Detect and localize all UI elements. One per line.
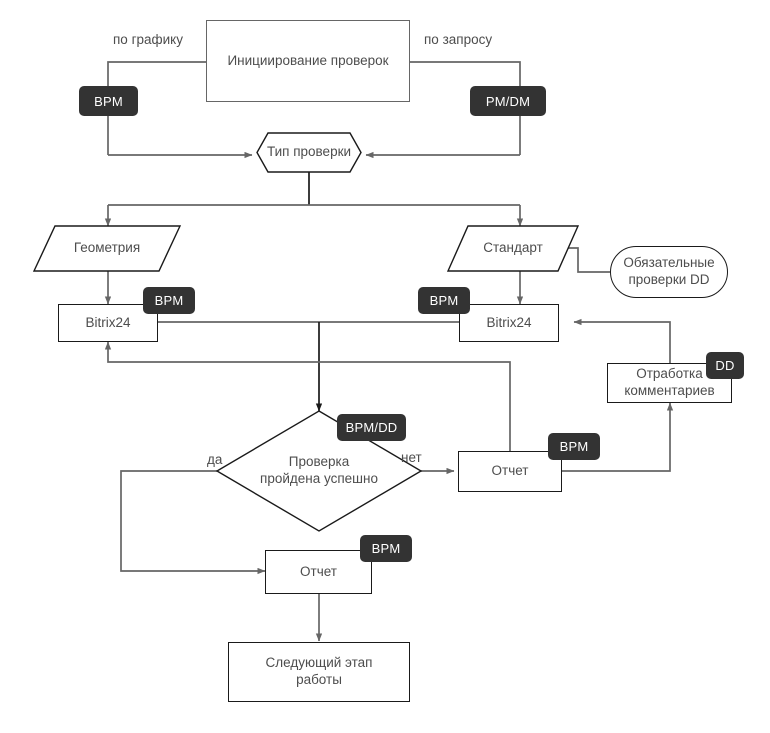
node-bitrix24-right[interactable]: Bitrix24	[459, 304, 559, 342]
badge-bpm-dd-decision[interactable]: BPM/DD	[337, 414, 406, 441]
node-bitrix24-left[interactable]: Bitrix24	[58, 304, 158, 342]
edge-label-by-request: по запросу	[424, 32, 493, 47]
shape-label-geometry: Геометрия	[73, 240, 141, 256]
badge-bpm-bitrix-right[interactable]: BPM	[418, 287, 470, 314]
node-report-middle[interactable]: Отчет	[458, 451, 562, 492]
badge-dd-comments[interactable]: DD	[706, 352, 744, 379]
node-mandatory-dd-checks[interactable]: Обязательные проверки DD	[610, 246, 728, 298]
edge-label-no: нет	[401, 450, 422, 465]
shape-label-check-type: Тип проверки	[266, 144, 352, 160]
shape-check-type	[256, 132, 362, 173]
shape-standard	[446, 225, 580, 272]
shape-label-decision: Проверка пройдена успешно	[260, 454, 378, 486]
edge-label-by-schedule: по графику	[113, 32, 183, 47]
node-report-bottom[interactable]: Отчет	[265, 550, 372, 594]
badge-bpm-initiation-left[interactable]: BPM	[79, 86, 138, 116]
badge-pmdm-initiation-right[interactable]: PM/DM	[470, 86, 546, 116]
badge-bpm-report-bottom[interactable]: BPM	[360, 535, 412, 562]
node-next-stage[interactable]: Следующий этап работы	[228, 642, 410, 702]
edge-comments-to-bitrix-right	[573, 318, 671, 363]
edge-yes-to-report-bottom	[120, 470, 266, 575]
edge-mandatory-to-standard	[533, 244, 610, 273]
edge-report-middle-to-bitrix-left	[104, 341, 511, 455]
node-initiation[interactable]: Инициирование проверок	[206, 20, 410, 102]
edge-label-yes: да	[207, 452, 223, 467]
badge-bpm-report-middle[interactable]: BPM	[548, 433, 600, 460]
shape-geometry	[32, 225, 182, 272]
shape-label-standard: Стандарт	[483, 240, 543, 256]
badge-bpm-bitrix-left[interactable]: BPM	[143, 287, 195, 314]
